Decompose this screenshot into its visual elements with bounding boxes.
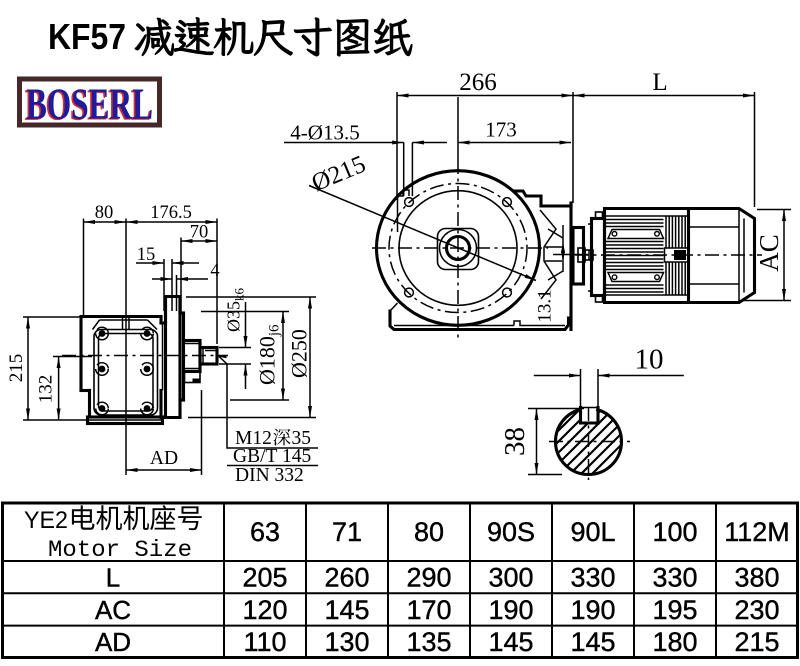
svg-text:215: 215: [734, 627, 779, 657]
svg-text:180: 180: [652, 627, 697, 657]
svg-text:380: 380: [734, 563, 779, 593]
svg-text:190: 190: [488, 595, 533, 625]
svg-text:Motor Size: Motor Size: [48, 537, 192, 564]
svg-text:35: 35: [292, 428, 312, 449]
svg-text:330: 330: [570, 563, 615, 593]
svg-text:110: 110: [243, 627, 286, 657]
svg-text:145: 145: [488, 627, 533, 657]
svg-text:145: 145: [324, 595, 369, 625]
svg-text:4: 4: [210, 261, 219, 281]
svg-text:DIN 332: DIN 332: [235, 465, 304, 486]
svg-text:BOSERL: BOSERL: [24, 80, 151, 130]
svg-text:120: 120: [242, 595, 287, 625]
svg-text:300: 300: [488, 563, 533, 593]
svg-text:KF57: KF57: [48, 16, 126, 57]
svg-text:215: 215: [6, 354, 27, 383]
svg-text:80: 80: [414, 517, 444, 547]
svg-text:173: 173: [485, 118, 517, 142]
svg-text:13.1: 13.1: [535, 289, 556, 322]
svg-text:135: 135: [406, 627, 451, 657]
svg-text:80: 80: [95, 203, 114, 223]
svg-text:130: 130: [324, 627, 369, 657]
svg-text:M12: M12: [235, 428, 272, 449]
svg-text:90L: 90L: [570, 517, 615, 547]
svg-text:38: 38: [499, 427, 531, 456]
svg-text:BOSERL: BOSERL: [26, 79, 153, 129]
svg-text:205: 205: [242, 563, 287, 593]
svg-text:132: 132: [36, 375, 57, 404]
svg-text:112M: 112M: [724, 517, 790, 547]
svg-text:190: 190: [570, 595, 615, 625]
svg-text:90S: 90S: [487, 517, 535, 547]
svg-text:100: 100: [652, 517, 697, 547]
svg-text:266: 266: [459, 69, 497, 96]
svg-text:YE2: YE2: [24, 507, 68, 534]
svg-text:176.5: 176.5: [150, 203, 192, 223]
svg-text:GB/T 145: GB/T 145: [233, 446, 311, 467]
svg-text:15: 15: [137, 245, 156, 265]
svg-text:70: 70: [190, 223, 209, 243]
svg-text:AC: AC: [754, 234, 784, 272]
svg-text:AD: AD: [95, 627, 131, 657]
svg-text:10: 10: [635, 344, 664, 376]
svg-text:170: 170: [406, 595, 451, 625]
svg-text:195: 195: [652, 595, 697, 625]
svg-text:L: L: [106, 563, 120, 593]
svg-text:290: 290: [406, 563, 451, 593]
svg-text:260: 260: [324, 563, 369, 593]
svg-text:230: 230: [734, 595, 779, 625]
svg-text:71: 71: [332, 517, 362, 547]
svg-text:L: L: [652, 69, 667, 96]
svg-text:AC: AC: [95, 595, 131, 625]
svg-text:AD: AD: [150, 448, 178, 469]
svg-text:63: 63: [250, 517, 280, 547]
svg-text:4-Ø13.5: 4-Ø13.5: [290, 121, 359, 145]
svg-text:Ø250: Ø250: [287, 329, 312, 378]
svg-text:145: 145: [570, 627, 615, 657]
svg-text:330: 330: [652, 563, 697, 593]
